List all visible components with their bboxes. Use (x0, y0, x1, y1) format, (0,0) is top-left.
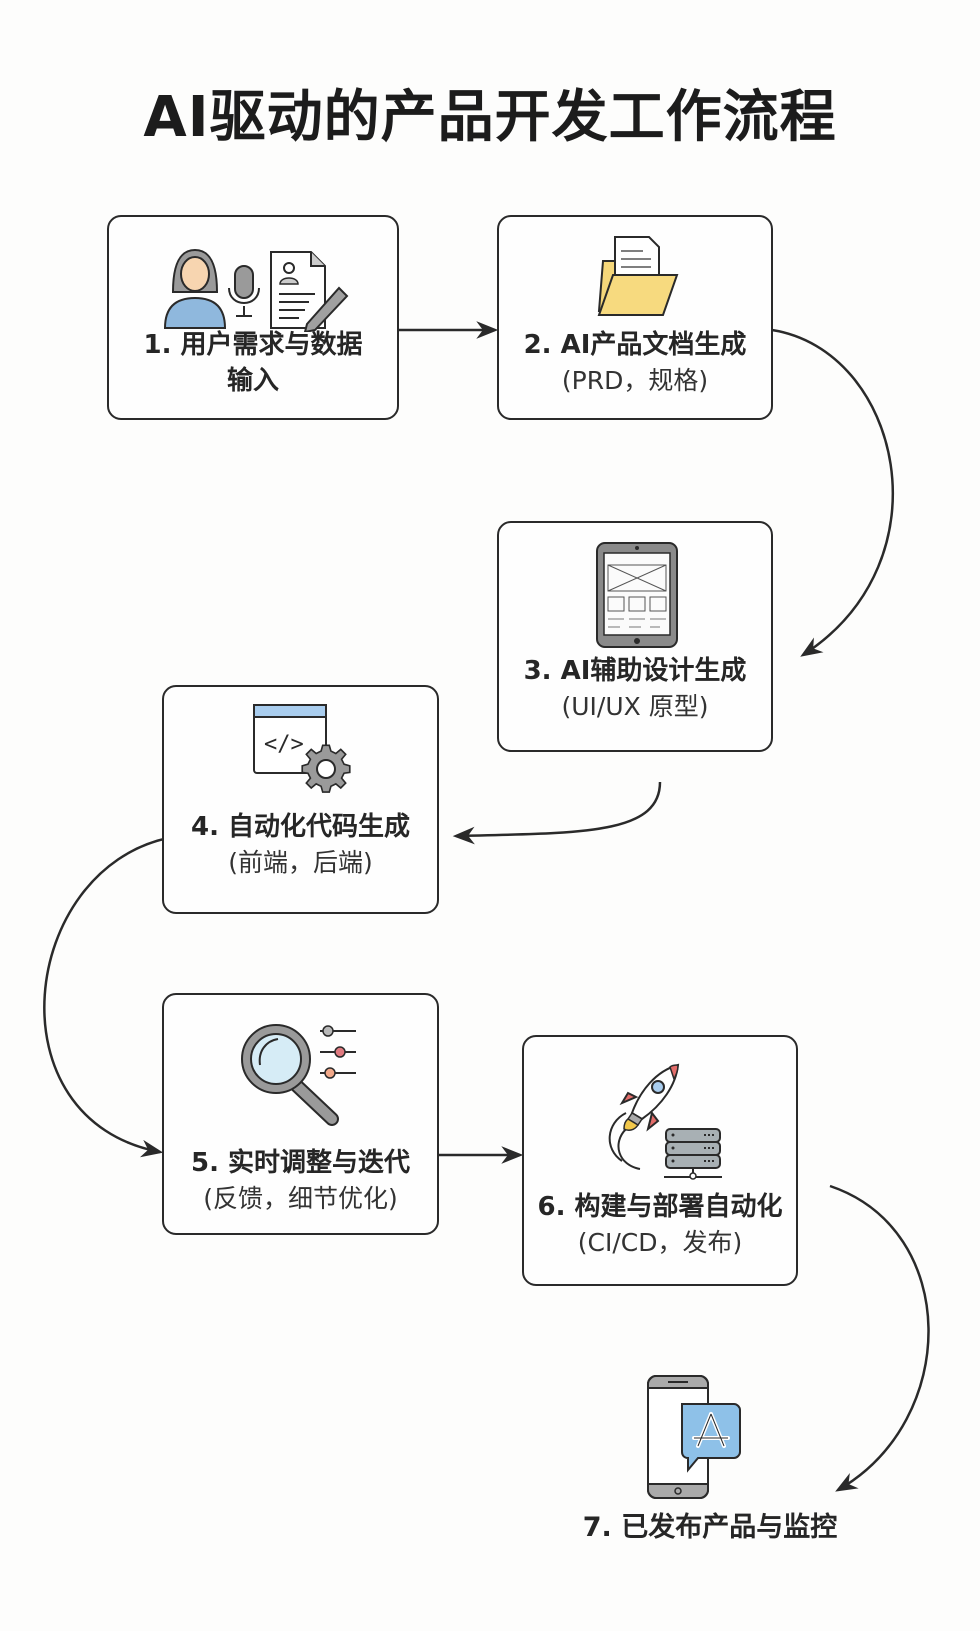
step-1-title-line2: 输入 (226, 366, 279, 397)
step-2-subtitle: (PRD，规格) (561, 366, 709, 396)
step-6-box: 6. 构建与部署自动化 (CI/CD，发布) (522, 1035, 798, 1286)
code-window-gear-icon: </> (253, 704, 351, 793)
step-4-label: 4. 自动化代码生成 (前端，后端) (164, 809, 437, 880)
step-1-box: 1. 用户需求与数据 输入 (107, 215, 399, 420)
step-2-title: 2. AI产品文档生成 (523, 330, 747, 360)
step-3-box: 3. AI辅助设计生成 (UI/UX 原型) (497, 521, 773, 752)
rocket-server-icon (608, 1063, 722, 1180)
step-2-label: 2. AI产品文档生成 (PRD，规格) (499, 327, 771, 398)
step-4-subtitle: (前端，后端) (228, 848, 373, 878)
step-6-subtitle: (CI/CD，发布) (577, 1228, 743, 1258)
step-6-title: 6. 构建与部署自动化 (537, 1192, 783, 1222)
phone-app-store-icon (647, 1375, 741, 1499)
server-icon (664, 1128, 722, 1180)
arrow-6-to-7 (829, 1184, 930, 1492)
arrow-2-to-3 (771, 328, 895, 657)
magnifier-sliders-icon (241, 1024, 356, 1126)
step-4-box: </> 4. 自动化代码生成 (前端，后端) (162, 685, 439, 914)
step-3-subtitle: (UI/UX 原型) (561, 692, 709, 722)
rocket-icon (608, 1063, 680, 1170)
step-5-label: 5. 实时调整与迭代 (反馈，细节优化) (164, 1145, 437, 1216)
step-3-title: 3. AI辅助设计生成 (523, 656, 747, 686)
arrow-4-to-5 (43, 836, 169, 1158)
step-5-title: 5. 实时调整与迭代 (190, 1148, 411, 1178)
step-7-title: 7. 已发布产品与监控 (582, 1512, 838, 1543)
step-5-box: 5. 实时调整与迭代 (反馈，细节优化) (162, 993, 439, 1235)
user-icon (163, 248, 227, 329)
step-6-label: 6. 构建与部署自动化 (CI/CD，发布) (524, 1189, 796, 1260)
document-pen-icon (270, 251, 349, 332)
step-4-title: 4. 自动化代码生成 (190, 812, 411, 842)
step-1-title: 1. 用户需求与数据 (143, 330, 363, 360)
step-1-label: 1. 用户需求与数据 输入 (109, 327, 397, 400)
svg-text:</>: </> (264, 732, 304, 757)
step-3-label: 3. AI辅助设计生成 (UI/UX 原型) (499, 653, 771, 724)
step-5-subtitle: (反馈，细节优化) (203, 1184, 398, 1214)
microphone-icon (228, 265, 260, 317)
user-microphone-document-icon (163, 248, 349, 332)
step-2-box: 2. AI产品文档生成 (PRD，规格) (497, 215, 773, 420)
page-title: AI驱动的产品开发工作流程 (143, 85, 837, 150)
folder-document-icon (597, 236, 679, 316)
arrow-3-to-4 (452, 781, 662, 845)
tablet-wireframe-icon (596, 542, 678, 648)
gear-icon (301, 744, 351, 793)
